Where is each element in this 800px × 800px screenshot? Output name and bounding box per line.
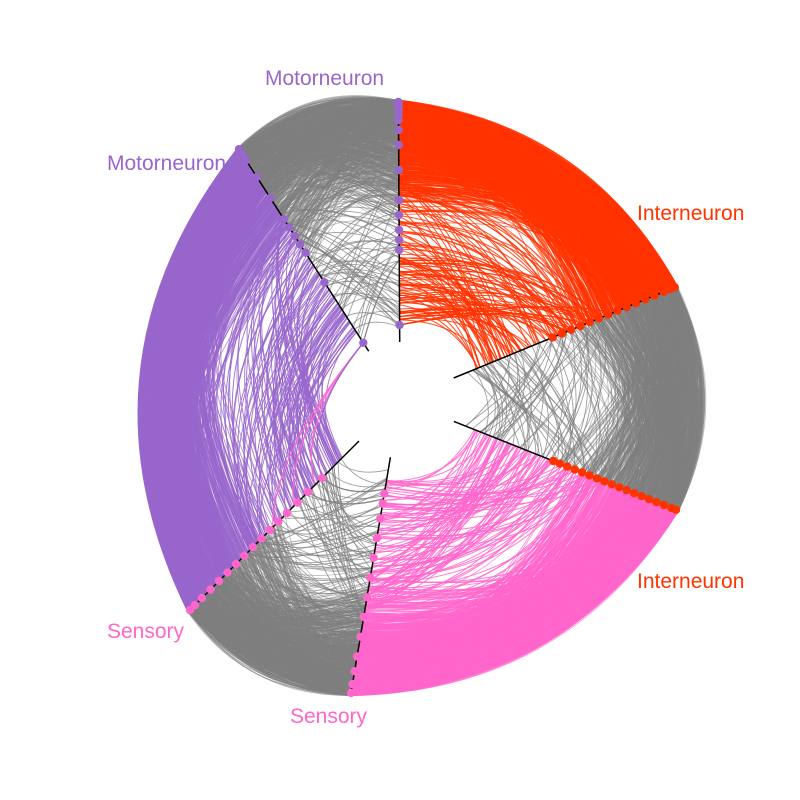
edge-within-m [304,250,400,298]
edge-within-m [290,200,400,231]
edge-within-m [252,122,399,172]
edge-within-m [306,129,399,256]
edge-within-m [354,321,400,330]
edge-within-m [241,122,399,154]
edge-within-m [265,156,399,192]
edge-within-m [346,235,400,319]
edges-within-group [187,95,707,697]
edge-within-m [307,255,400,327]
edge-within-m [262,152,399,187]
edge-within-m [288,226,400,317]
edge-within-m [246,136,399,162]
edge-within-m [326,280,400,297]
edge-within-m [346,312,400,324]
edge-within-m [338,171,400,306]
edge-within-m [287,184,399,226]
edge-within-m [256,119,399,178]
edge-within-m [280,209,400,239]
edge-within-m [291,180,399,232]
edge-within-m [320,212,400,277]
edge-within-s [337,461,389,473]
edge-within-i [538,342,572,467]
edge-within-m [291,231,400,306]
edge-between-mi [399,319,490,364]
edge-within-m [240,120,399,153]
edge-within-m [292,144,399,233]
edge-within-m [281,144,399,216]
edge-within-m [241,143,399,177]
edge-within-m [246,117,399,162]
edge-within-m [311,247,400,263]
edge-within-m [322,278,400,320]
edge-within-m [244,97,399,159]
edge-within-m [296,173,399,240]
edge-within-m [306,253,400,318]
edge-within-m [250,111,399,169]
edge-within-m [239,125,399,151]
edge-within-m [239,111,399,151]
edge-within-m [256,107,399,178]
edge-within-m [313,240,400,266]
edge-within-m [276,163,399,209]
edge-within-m [244,112,399,158]
edge-within-m [239,97,399,151]
edge-within-m [315,260,400,277]
edge-within-m [262,127,399,188]
edge-within-m [260,137,399,185]
edge-within-m [239,107,399,151]
edge-within-m [293,184,399,235]
edge-within-m [248,144,399,166]
edge-within-m [275,123,399,207]
edge-within-m [307,184,399,258]
edge-within-m [265,166,399,191]
edge-within-m [265,132,399,192]
edge-within-m [249,142,399,167]
edge-within-m [329,214,400,291]
edge-within-m [342,173,400,312]
edge-within-m [271,114,399,202]
edge-within-m [302,194,399,249]
edge-within-m [258,122,399,182]
edge-within-m [315,218,400,270]
edge-within-m [250,152,399,177]
edge-within-m [275,206,400,259]
edge-within-m [339,281,400,306]
edge-within-m [326,247,400,286]
edge-within-m [342,254,400,311]
